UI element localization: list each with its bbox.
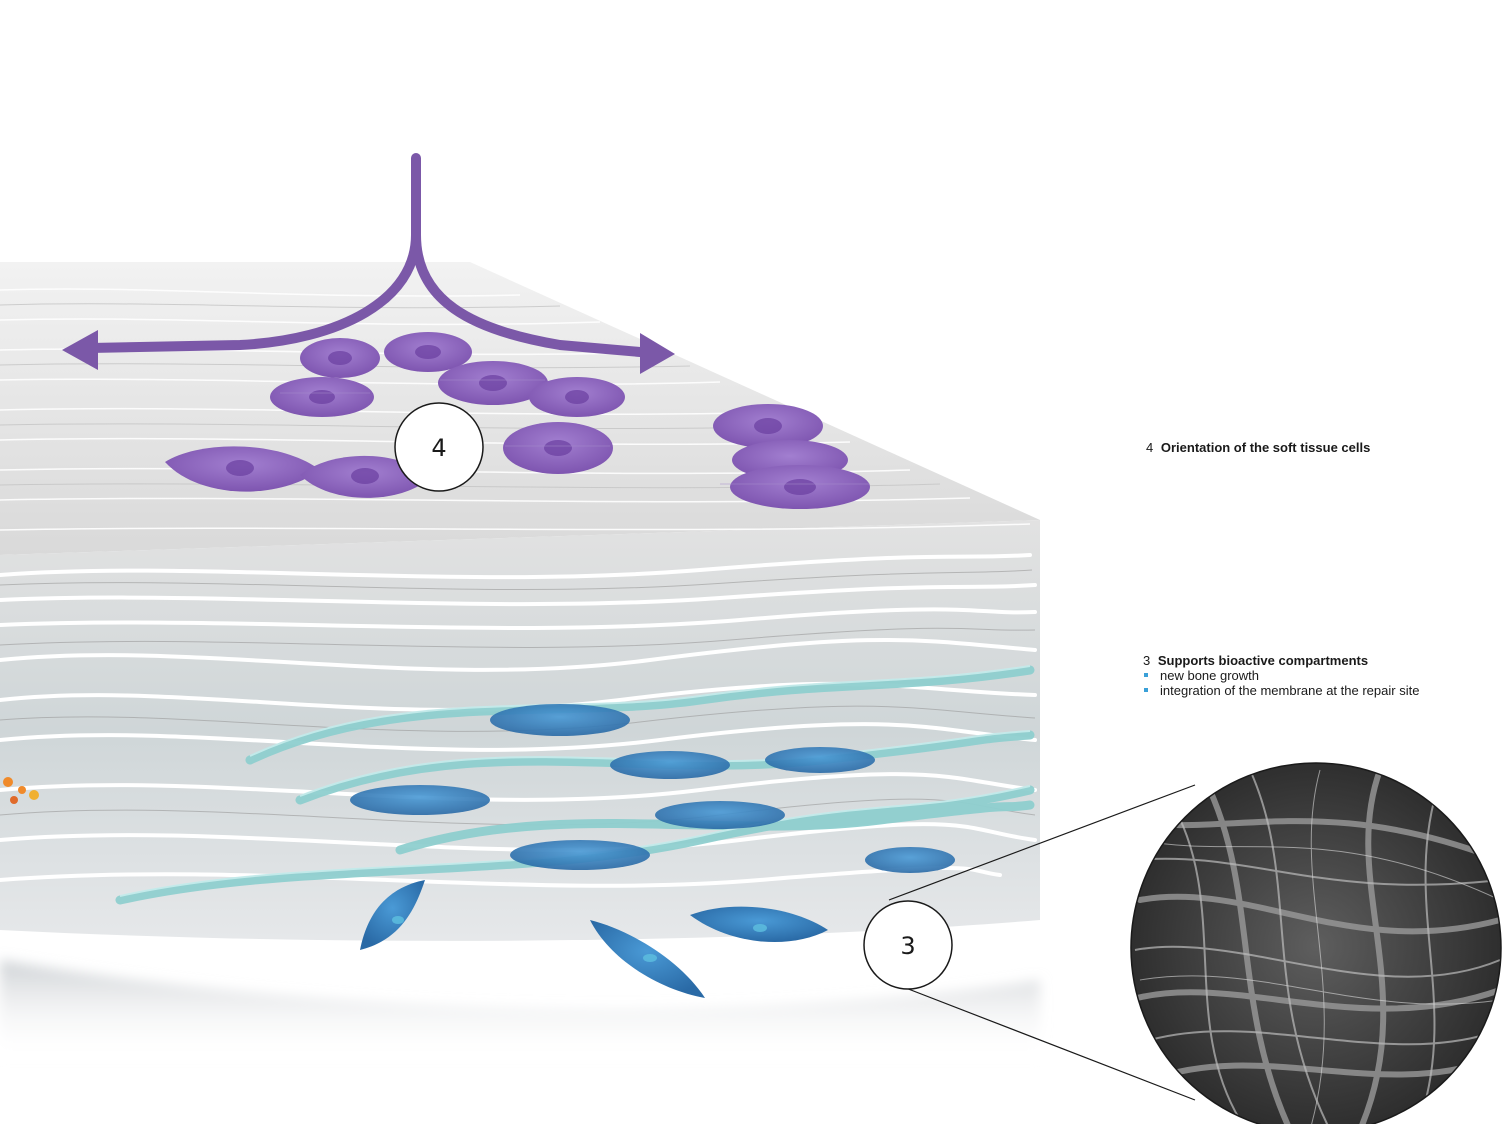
legend-compartments: 3 Supports bioactive compartments new bo… <box>1143 653 1419 698</box>
legend-compartments-title: Supports bioactive compartments <box>1158 653 1368 668</box>
legend-compartments-number: 3 <box>1143 653 1150 668</box>
square-bullet-icon <box>1144 688 1148 692</box>
sem-inset <box>1130 760 1502 1124</box>
legend-bullet-item: integration of the membrane at the repai… <box>1143 683 1419 698</box>
legend-cells-title: Orientation of the soft tissue cells <box>1161 440 1370 455</box>
legend-bullet-item: new bone growth <box>1143 668 1419 683</box>
square-bullet-icon <box>1144 673 1148 677</box>
legend-compartments-bullets: new bone growth integration of the membr… <box>1143 668 1419 698</box>
legend-cells: 4 Orientation of the soft tissue cells <box>1146 440 1370 455</box>
callout-badge-3-number: 3 <box>900 932 915 960</box>
legend-bullet-text: new bone growth <box>1160 668 1259 683</box>
callout-badge-4: 4 <box>395 403 483 491</box>
legend-cells-number: 4 <box>1146 440 1153 455</box>
callout-badge-4-number: 4 <box>431 434 446 462</box>
legend-bullet-text: integration of the membrane at the repai… <box>1160 683 1419 698</box>
callout-badge-3: 3 <box>864 901 952 989</box>
